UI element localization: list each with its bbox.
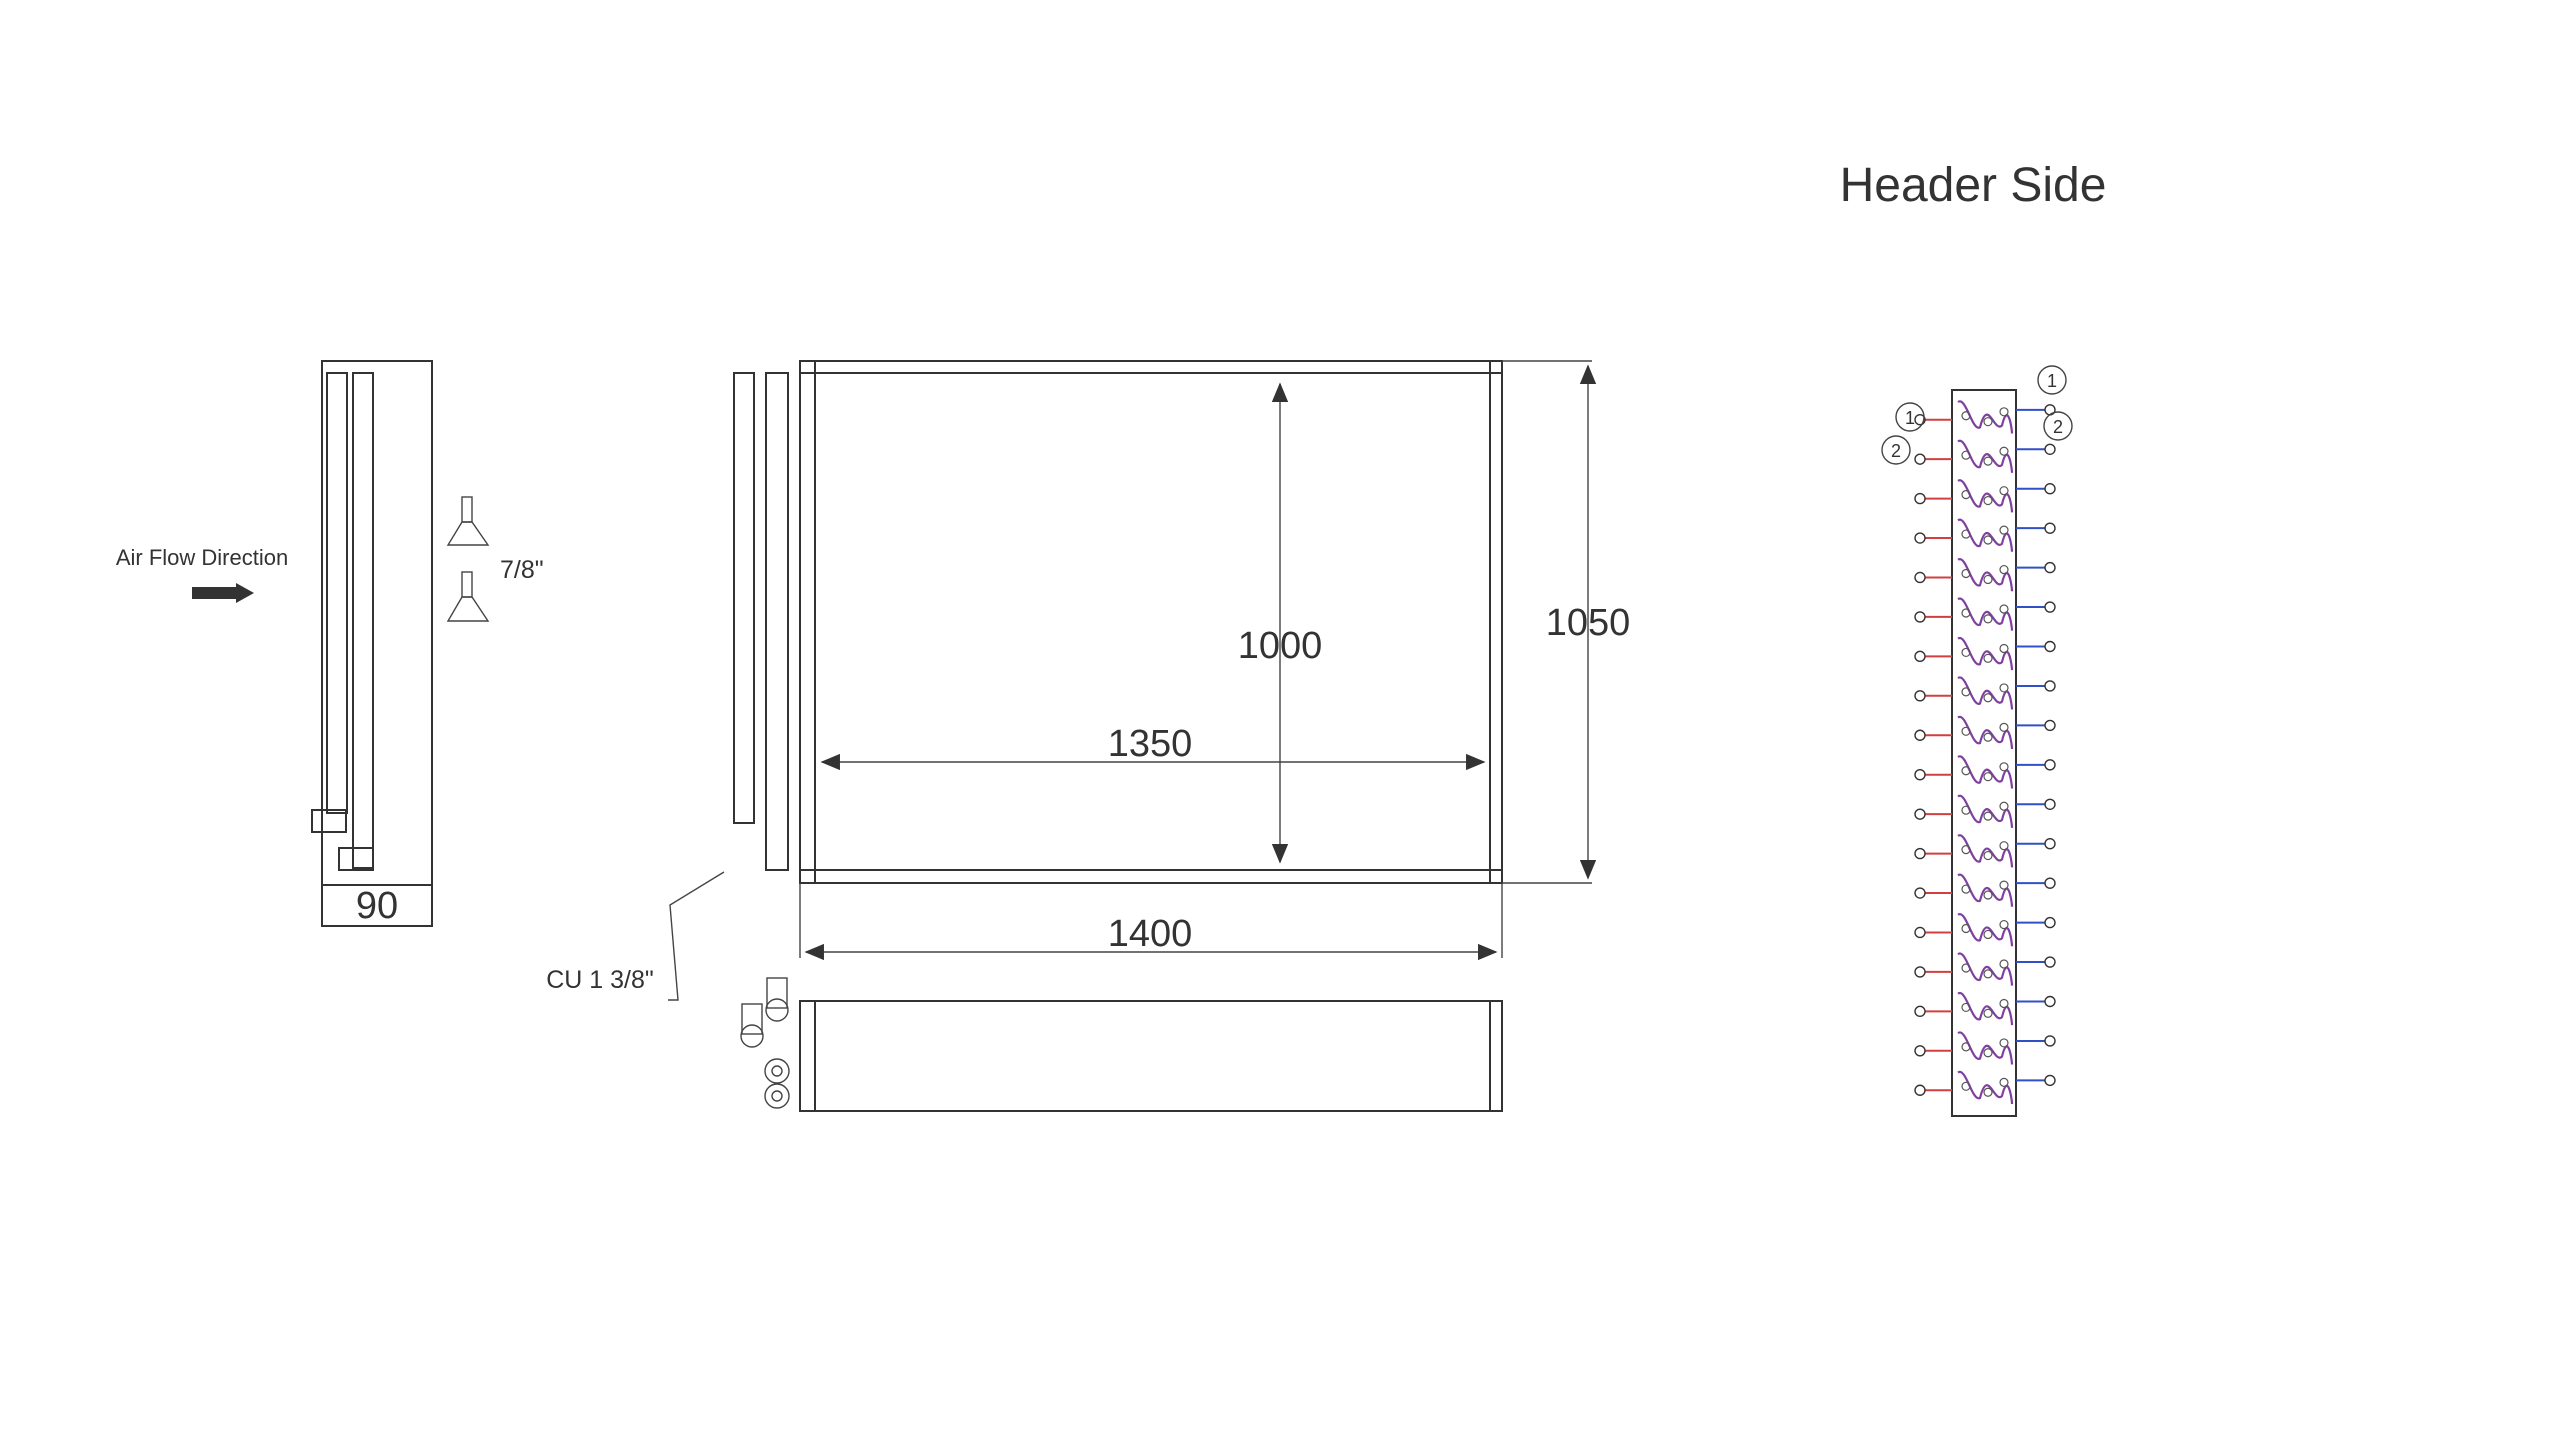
connection-fitting-top-icon (446, 496, 490, 546)
circuit-row (1914, 558, 2056, 592)
outer-width-label: 1400 (1108, 913, 1193, 955)
circuit-row (1914, 676, 2056, 710)
outer-height-label: 1050 (1546, 602, 1631, 644)
circuit-row (1914, 873, 2056, 907)
air-flow-arrow-icon (192, 583, 254, 603)
circuit-row (1914, 715, 2056, 750)
header-pipe-left (733, 372, 755, 824)
right-marker-2: 2 (2043, 411, 2073, 441)
circuit-row (1914, 1031, 2056, 1065)
circuit-row (1914, 913, 2056, 947)
connection-size-label: 7/8" (500, 556, 544, 584)
right-marker-1-label: 1 (2047, 371, 2057, 391)
circuit-row (1914, 439, 2056, 473)
connection-fitting-bottom-icon (446, 571, 490, 622)
circuit-rows (1914, 400, 2056, 1105)
side-header-stub-left (311, 809, 347, 833)
coil-top-frame (799, 1000, 1503, 1112)
circuit-row (1914, 794, 2056, 828)
header-pipe-end-icon (740, 977, 790, 1109)
side-view: 90 Air Flow Direction 7/8" (116, 360, 544, 927)
header-pipe-right (765, 372, 789, 871)
side-view-frame (321, 360, 433, 927)
header-side-title: Header Side (1840, 159, 2107, 212)
coil-outer-frame (799, 360, 1503, 884)
side-tube-left (326, 372, 348, 814)
top-view (740, 977, 1503, 1112)
left-marker-2: 2 (1881, 435, 1911, 465)
depth-dimension-label: 90 (356, 885, 398, 927)
circuit-row (1914, 1070, 2056, 1105)
side-header-stub-right (338, 847, 374, 871)
circuit-row (1914, 992, 2056, 1026)
right-marker-1: 1 (2037, 365, 2067, 395)
inner-width-label: 1350 (1108, 723, 1193, 765)
side-tube-right (352, 372, 374, 869)
circuit-diagram: 1 2 1 2 (1881, 365, 2073, 1117)
header-pipe-leader (668, 871, 725, 1001)
right-marker-2-label: 2 (2053, 417, 2063, 437)
left-marker-1: 1 (1895, 402, 1925, 432)
air-flow-label: Air Flow Direction (116, 545, 288, 570)
circuit-row (1914, 637, 2056, 671)
front-view: CU 1 3/8" 1000 1350 1050 1400 (546, 360, 1631, 1001)
circuit-row (1914, 597, 2056, 631)
circuit-row (1914, 479, 2056, 513)
circuit-row (1914, 518, 2056, 552)
circuit-header-frame (1951, 389, 2017, 1117)
circuit-row (1914, 400, 2056, 434)
left-marker-2-label: 2 (1891, 441, 1901, 461)
circuit-row (1914, 755, 2056, 789)
header-pipe-label: CU 1 3/8" (546, 966, 654, 994)
circuit-row (1914, 834, 2056, 868)
inner-height-label: 1000 (1238, 625, 1323, 667)
left-marker-1-label: 1 (1905, 408, 1915, 428)
circuit-row (1914, 952, 2056, 986)
